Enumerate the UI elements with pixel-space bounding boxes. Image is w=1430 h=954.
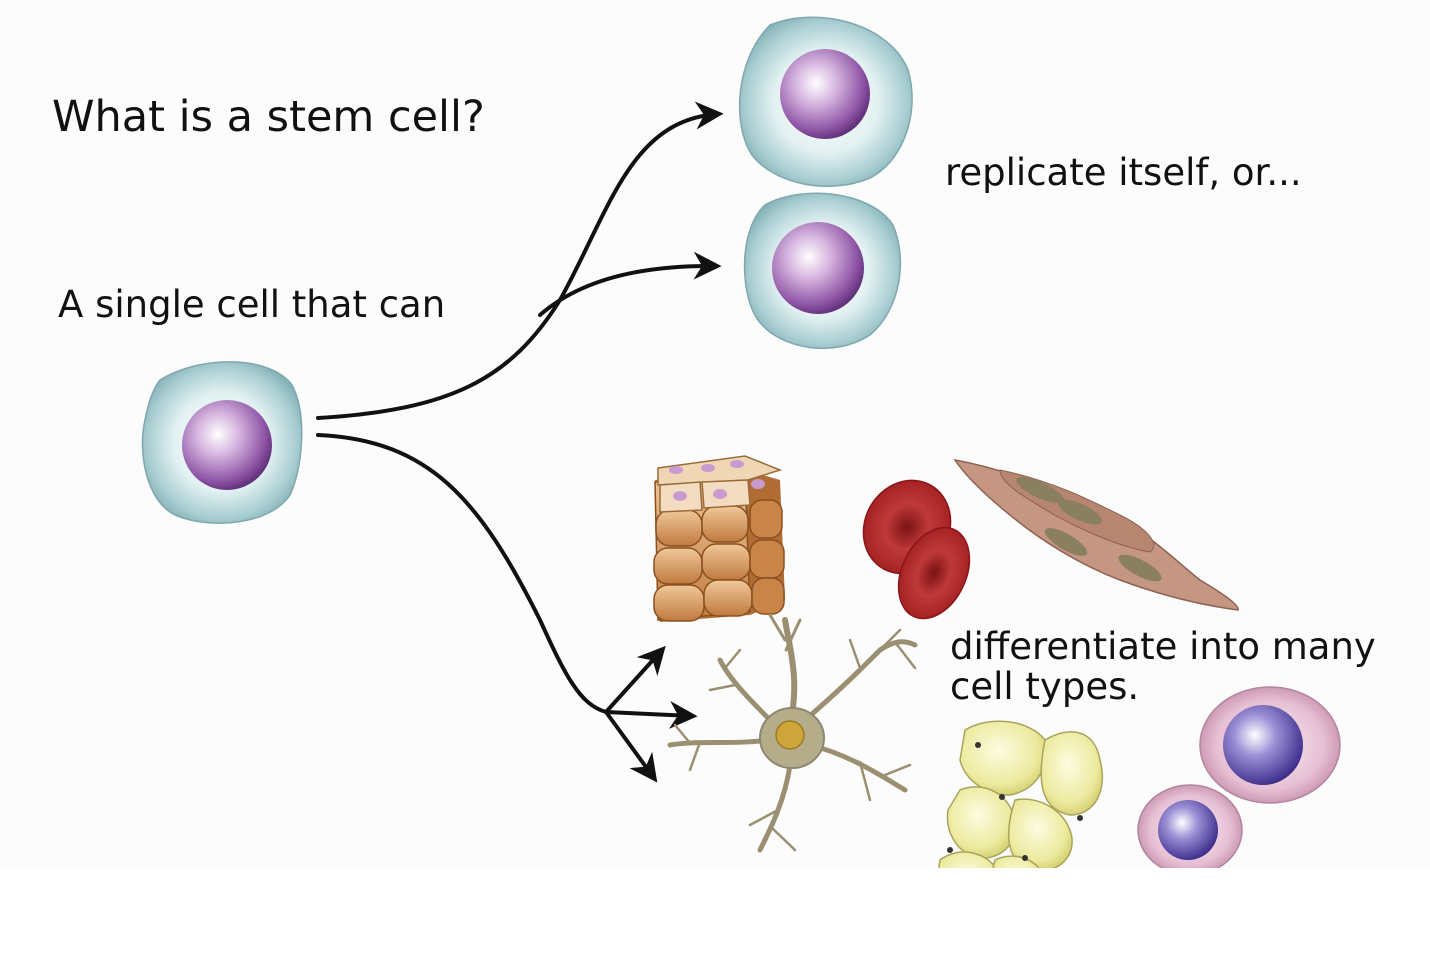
stem-cell [141,361,303,524]
epithelial-cells [653,455,785,622]
arrow-to-differentiation [316,433,608,714]
replicate-label: replicate itself, or... [945,151,1302,194]
single-cell-label: A single cell that can [58,283,446,326]
muscle-cells [953,458,1239,611]
arrow-branch-up [604,645,666,714]
neuron [667,613,918,853]
arrow-branch-right [604,700,698,729]
replicated-cell-bottom [743,192,902,350]
replicated-cell-top [738,16,913,188]
bottom-whitespace [0,868,1430,954]
diagram-title: What is a stem cell? [52,92,485,142]
arrow-branch-down [604,710,658,783]
white-blood-cells [1137,686,1341,876]
differentiate-label-line2: cell types. [950,665,1140,708]
red-blood-cells [862,479,971,620]
arrow-to-second-cell [538,251,722,317]
arrows [316,101,724,783]
arrow-to-top-cell [316,101,724,420]
differentiate-label-line1: differentiate into many [950,625,1376,668]
